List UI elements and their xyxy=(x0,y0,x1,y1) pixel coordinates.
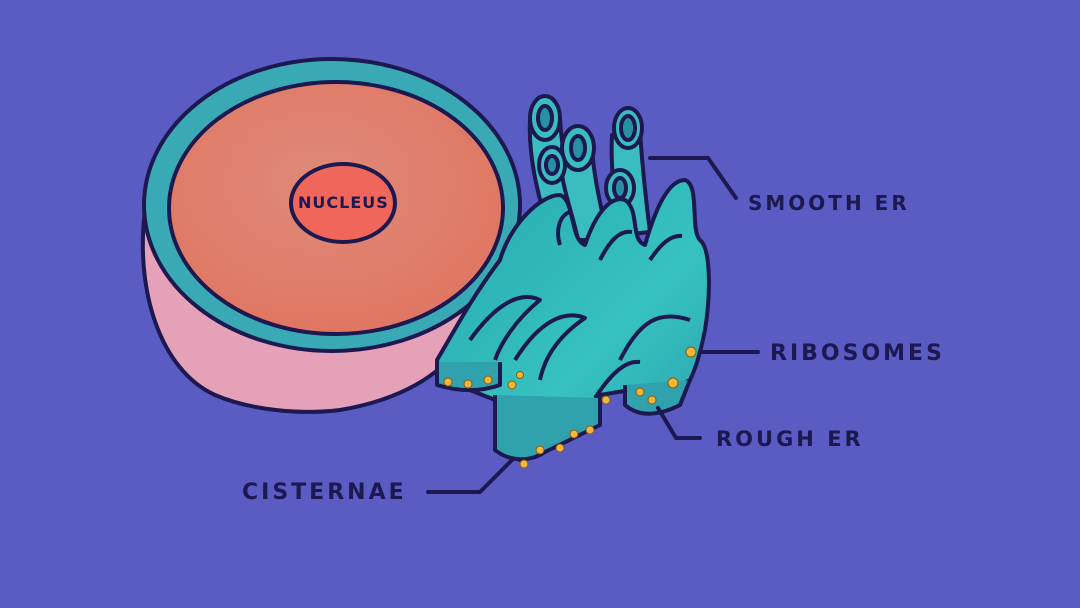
smooth-er-leader xyxy=(648,156,738,200)
rough-er-label: ROUGH ER xyxy=(716,427,864,451)
smooth-er-label: SMOOTH ER xyxy=(748,191,910,215)
ribosomes-label: RIBOSOMES xyxy=(770,341,945,366)
leader-lines xyxy=(426,156,760,494)
ribosomes xyxy=(443,346,697,469)
cisternae-leader xyxy=(426,458,514,494)
rough-er-leader xyxy=(656,406,702,440)
nucleus-label: NUCLEUS xyxy=(298,193,389,212)
nucleolus xyxy=(289,162,397,244)
cisternae-label: CISTERNAE xyxy=(242,480,407,505)
nuclear-envelope xyxy=(140,57,522,414)
